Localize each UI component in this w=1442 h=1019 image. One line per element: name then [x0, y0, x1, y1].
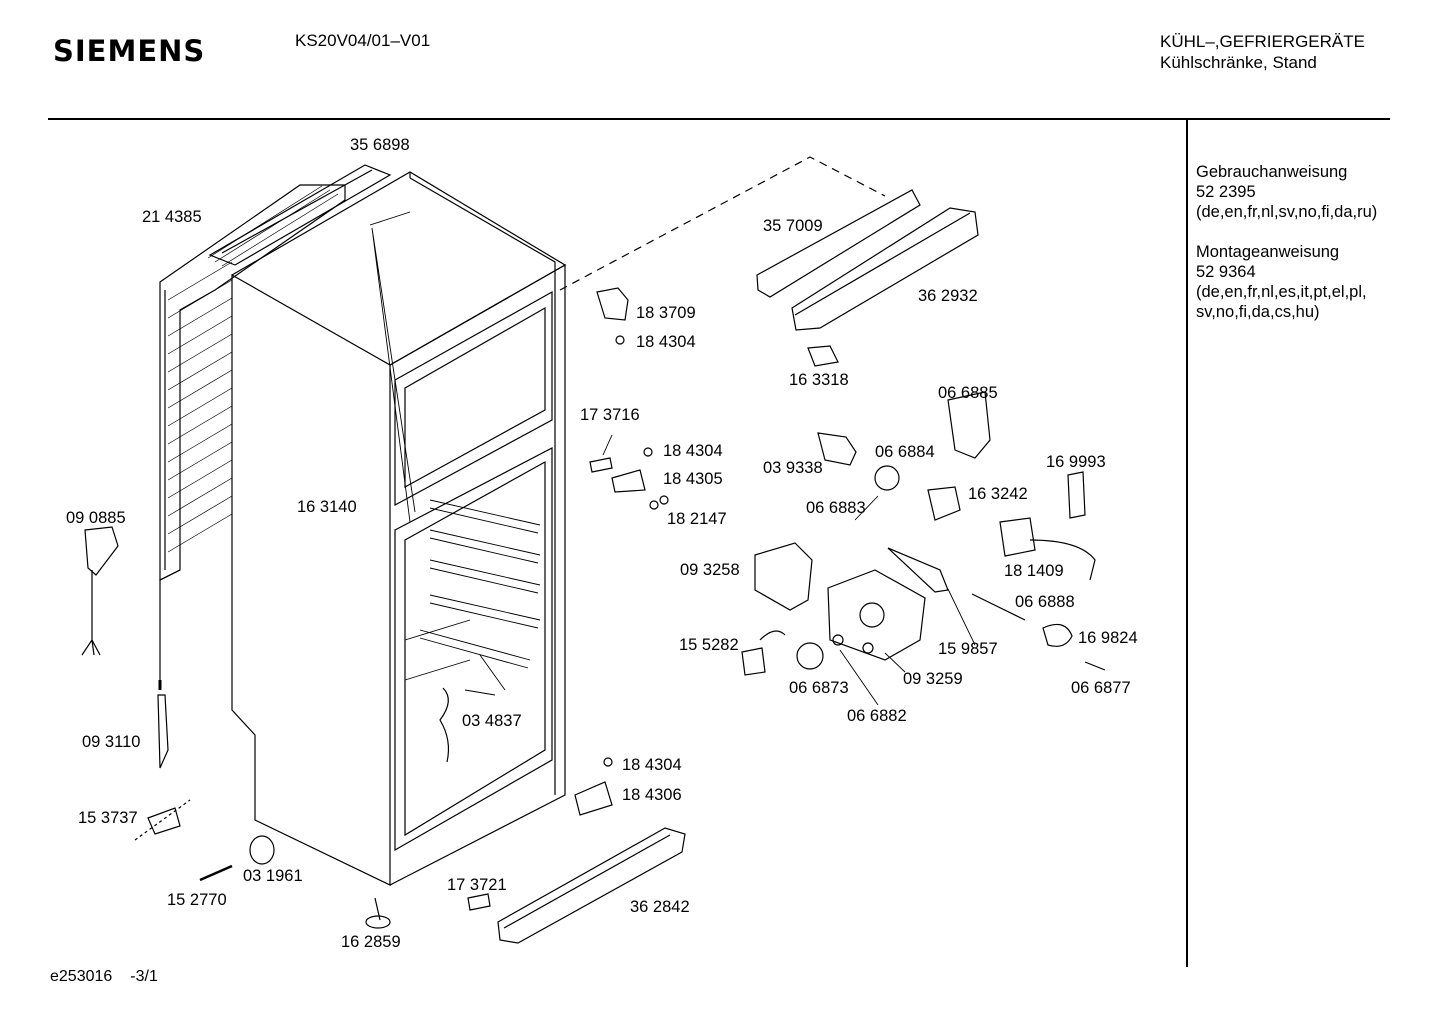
hinge-rail	[756, 189, 921, 298]
part-label: 16 3140	[297, 498, 357, 516]
grommet	[249, 835, 275, 865]
part-label: 16 2859	[341, 933, 401, 951]
part-label: 35 7009	[763, 217, 823, 235]
model-number: KS20V04/01–V01	[295, 31, 431, 50]
part-label: 36 2932	[918, 287, 978, 305]
drawing-id: e253016	[50, 968, 113, 985]
part-label: 15 9857	[938, 640, 998, 658]
part-label: 06 6882	[847, 707, 907, 725]
category-subtitle: Kühlschränke, Stand	[1160, 53, 1317, 72]
part-label: 16 3242	[968, 485, 1028, 503]
lamp-cover	[754, 542, 813, 611]
part-label: 18 3709	[636, 304, 696, 322]
small-parts	[439, 287, 1106, 816]
doc-install-manual-number: 52 9364	[1196, 263, 1256, 281]
part-label: 18 1409	[1004, 562, 1064, 580]
part-label: 18 4304	[663, 442, 723, 460]
part-label: 03 1961	[243, 867, 303, 885]
category-title: KÜHL–,GEFRIERGERÄTE	[1160, 32, 1365, 51]
condenser-bracket	[208, 164, 392, 266]
leader-lines	[369, 211, 976, 706]
door-top-bar	[791, 207, 979, 331]
part-label: 18 4304	[622, 756, 682, 774]
part-label: 09 0885	[66, 509, 126, 527]
brand-logo: SIEMENS	[53, 34, 206, 68]
part-label: 35 6898	[350, 136, 410, 154]
category-block: KÜHL–,GEFRIERGERÄTE Kühlschränke, Stand	[1160, 31, 1365, 73]
part-label: 06 6884	[875, 443, 935, 461]
doc-install-manual-title: Montageanweisung	[1196, 243, 1340, 261]
part-label: 18 4306	[622, 786, 682, 804]
part-label: 09 3259	[903, 670, 963, 688]
part-label: 03 4837	[462, 712, 522, 730]
part-label: 18 4305	[663, 470, 723, 488]
part-label: 06 6888	[1015, 593, 1075, 611]
pin	[199, 864, 233, 882]
part-label: 06 6873	[789, 679, 849, 697]
part-label: 18 2147	[667, 510, 727, 528]
page-number: -3/1	[130, 968, 158, 985]
power-cord	[81, 526, 119, 656]
doc-user-manual-title: Gebrauchanweisung	[1196, 163, 1348, 181]
part-label: 18 4304	[636, 333, 696, 351]
sidebar-divider	[1186, 119, 1188, 967]
clip	[467, 893, 491, 911]
footer: e253016 -3/1	[50, 968, 158, 986]
leveling-foot	[365, 897, 391, 929]
part-label: 15 5282	[679, 636, 739, 654]
thermostat-housing	[827, 569, 926, 661]
part-label: 36 2842	[630, 898, 690, 916]
part-label: 16 9993	[1046, 453, 1106, 471]
filter-dryer	[147, 807, 181, 835]
part-label: 17 3716	[580, 406, 640, 424]
part-label: 16 9824	[1078, 629, 1138, 647]
part-label: 17 3721	[447, 876, 507, 894]
part-label: 06 6883	[806, 499, 866, 517]
documents-panel: Gebrauchanweisung 52 2395 (de,en,fr,nl,s…	[1196, 162, 1377, 322]
part-label: 06 6877	[1071, 679, 1131, 697]
part-label: 16 3318	[789, 371, 849, 389]
part-label: 09 3110	[82, 733, 141, 751]
part-label: 06 6885	[938, 384, 998, 402]
part-label: 21 4385	[142, 208, 202, 226]
condenser-coil	[159, 184, 346, 680]
doc-install-manual-languages-cont: sv,no,fi,da,cs,hu)	[1196, 303, 1320, 321]
doc-user-manual-languages: (de,en,fr,nl,sv,no,fi,da,ru)	[1196, 203, 1378, 221]
leader-dashed	[559, 156, 886, 291]
part-label: 03 9338	[763, 459, 823, 477]
doc-user-manual-number: 52 2395	[1196, 183, 1256, 201]
handle-bottom	[497, 827, 686, 944]
part-label: 15 2770	[167, 891, 227, 909]
cabinet-body	[231, 171, 567, 886]
header-divider	[48, 118, 1390, 120]
part-label: 15 3737	[78, 809, 138, 827]
part-label: 09 3258	[680, 561, 740, 579]
sensor-tube	[157, 694, 169, 769]
doc-install-manual-languages: (de,en,fr,nl,es,it,pt,el,pl,	[1196, 283, 1367, 301]
